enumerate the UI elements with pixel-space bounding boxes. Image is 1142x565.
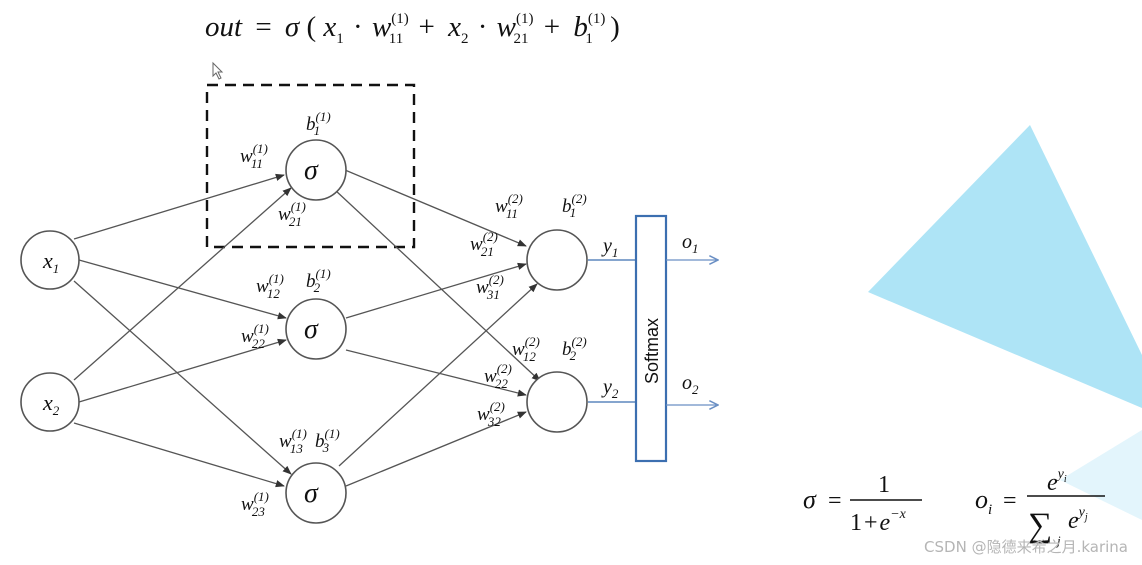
svg-text:σ: σ [304, 478, 319, 509]
edge-h2-o2 [345, 349, 527, 397]
svg-text:1+e−x: 1+e−x [850, 507, 907, 536]
output-node-2 [526, 371, 588, 433]
softmax-label: Softmax [642, 318, 662, 384]
softmax-formula: oi = eyi ∑ j eyj [975, 467, 1105, 548]
svg-text:eyi: eyi [1047, 467, 1067, 496]
watermark: CSDN @隐德来希之月.karina [924, 538, 1128, 556]
hidden-node-2: σ [285, 298, 347, 360]
svg-text:σ: σ [803, 485, 817, 514]
svg-text:σ: σ [304, 155, 319, 186]
weight-label-w12-1: w(1)12 [256, 271, 284, 301]
hidden-node-1: σ [285, 139, 347, 201]
weight-label-w21-1: w(1)21 [278, 199, 306, 229]
svg-text:j: j [1055, 533, 1061, 548]
edge-h1-o1 [344, 169, 527, 247]
edge-x1-h1 [73, 173, 285, 240]
weight-label-w23-1: w(1)23 [241, 489, 269, 519]
weight-label-w32-2: w(2)32 [477, 399, 505, 429]
bias-label-b3-1: b(1)3 [315, 426, 340, 455]
svg-text:1: 1 [878, 472, 890, 498]
svg-text:eyj: eyj [1068, 505, 1088, 534]
edge-x2-h2 [78, 338, 287, 403]
hidden-node-3: σ [285, 462, 347, 524]
weight-label-w11-2: w(2)11 [495, 191, 523, 221]
svg-text:=: = [1003, 488, 1017, 514]
weight-label-w12-2: w(2)12 [512, 334, 540, 364]
svg-text:σ: σ [304, 314, 319, 345]
weight-label-w31-2: w(2)31 [476, 272, 504, 302]
edge-h2-o1 [345, 262, 527, 319]
weight-label-w22-2: w(2)22 [484, 361, 512, 391]
bias-label-b1-2: b(2)1 [562, 191, 587, 220]
input-node-x1: x1 [20, 230, 80, 290]
o1-label: o1 [682, 231, 699, 256]
edge-h1-o2 [334, 189, 541, 382]
top-formula: out = σ ( x1 · w(1)11 + x2 · w(1)21 + b(… [205, 11, 620, 50]
weight-label-w11-1: w(1)11 [240, 141, 268, 171]
mouse-cursor-icon [212, 61, 224, 80]
o2-label: o2 [682, 372, 699, 397]
y1-label: y1 [601, 235, 618, 260]
edge-h3-o1 [338, 283, 538, 467]
edge-x2-h1 [73, 187, 292, 381]
weight-label-w22-1: w(1)22 [241, 321, 269, 351]
weight-label-w13-1: w(1)13 [279, 426, 307, 456]
svg-text:x1: x1 [42, 248, 59, 276]
edges-layer-2 [334, 169, 541, 487]
svg-text:=: = [828, 488, 842, 514]
edge-x2-h3 [73, 422, 285, 488]
edges-layer-1 [73, 173, 292, 488]
weight-label-w21-2: w(2)21 [470, 229, 498, 259]
decor-triangle [868, 125, 1142, 408]
sigmoid-formula: σ = 1 1+e−x [803, 472, 922, 536]
bias-label-b2-1: b(1)2 [306, 266, 331, 295]
svg-text:oi: oi [975, 485, 992, 518]
svg-text:x2: x2 [42, 390, 60, 418]
decor-triangle-light [1060, 430, 1142, 520]
y2-label: y2 [601, 376, 619, 401]
bias-label-b1-1: b(1)1 [306, 109, 331, 138]
svg-text:∑: ∑ [1028, 507, 1052, 544]
bias-label-b2-2: b(2)2 [562, 334, 587, 363]
softmax-box [634, 214, 668, 463]
dashed-highlight-box [205, 83, 416, 249]
edge-x1-h3 [73, 280, 292, 475]
edge-h3-o2 [345, 411, 527, 487]
input-node-x2: x2 [20, 372, 80, 432]
edge-x1-h2 [78, 259, 287, 320]
output-node-1 [526, 229, 588, 291]
